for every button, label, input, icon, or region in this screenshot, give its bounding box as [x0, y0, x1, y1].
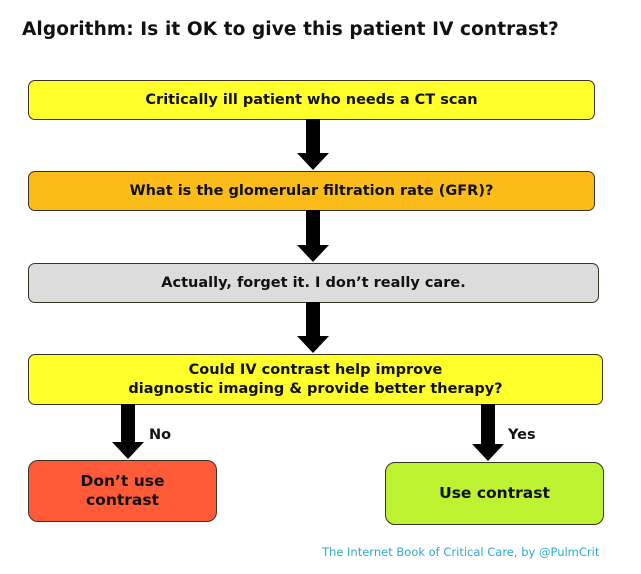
node-label: What is the glomerular filtration rate (…	[129, 182, 494, 199]
node-critically-ill-patient: Critically ill patient who needs a CT sc…	[28, 80, 595, 120]
arrow-down-no-icon	[112, 404, 144, 459]
arrow-down-icon	[297, 210, 329, 262]
node-use-contrast: Use contrast	[385, 462, 604, 525]
edge-label-no: No	[149, 427, 172, 443]
attribution-footer: The Internet Book of Critical Care, by @…	[322, 545, 600, 559]
diagram-title: Algorithm: Is it OK to give this patient…	[22, 19, 559, 40]
arrow-down-yes-icon	[472, 404, 504, 461]
node-label: Use contrast	[439, 484, 550, 502]
arrow-down-icon	[297, 302, 329, 353]
arrow-down-icon	[297, 119, 329, 170]
node-contrast-benefit-question: Could IV contrast help improve diagnosti…	[28, 354, 603, 405]
node-label-line2: diagnostic imaging & provide better ther…	[128, 380, 503, 397]
node-label-line2: contrast	[85, 491, 160, 509]
node-forget-it: Actually, forget it. I don’t really care…	[28, 263, 599, 303]
node-gfr-question: What is the glomerular filtration rate (…	[28, 171, 595, 211]
node-label: Actually, forget it. I don’t really care…	[161, 274, 466, 291]
node-dont-use-contrast: Don’t use contrast	[28, 460, 217, 522]
node-label: Critically ill patient who needs a CT sc…	[145, 91, 478, 108]
node-label-line1: Don’t use	[80, 472, 165, 490]
node-label-line1: Could IV contrast help improve	[188, 361, 443, 378]
edge-label-yes: Yes	[508, 427, 536, 443]
